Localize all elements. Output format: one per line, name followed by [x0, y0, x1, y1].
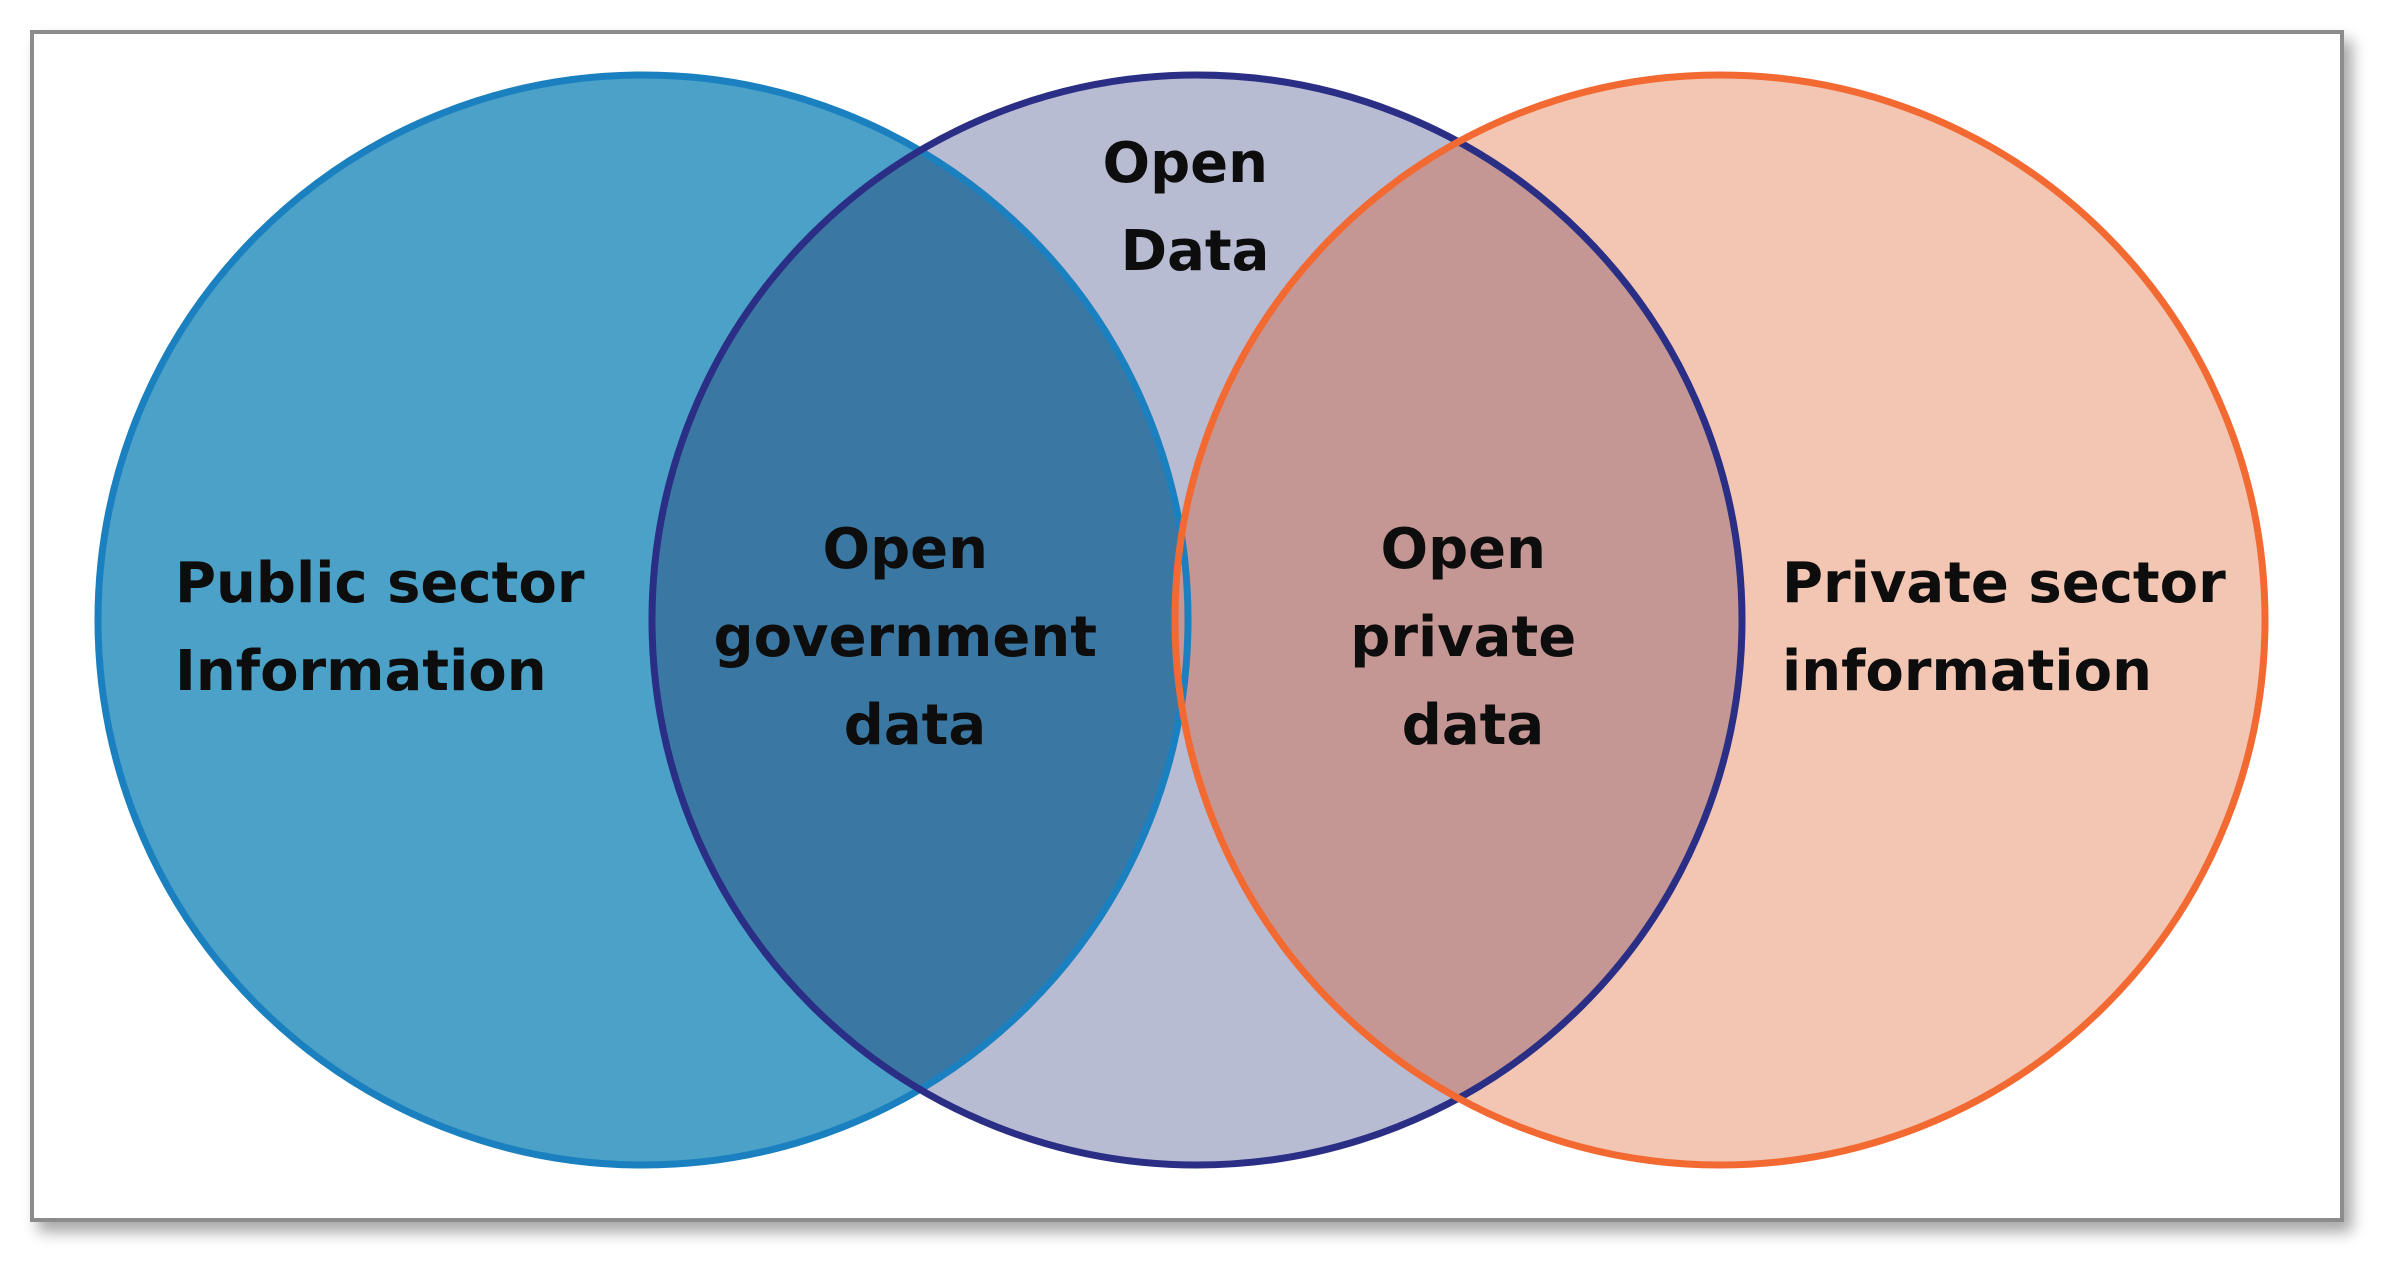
open-government-data-label: Open government data: [714, 517, 1117, 758]
open-private-data-label: Open private data: [1350, 517, 1595, 758]
open-government-intersection: [652, 75, 1188, 1165]
open-data-outline: [648, 71, 1746, 1169]
open-private-intersection: [1175, 75, 1742, 1165]
private-sector-label: Private sector information: [1782, 551, 2245, 704]
public-sector-outline: [94, 71, 1192, 1169]
private-sector-outline: [1171, 71, 2269, 1169]
open-data-label: Open Data: [1102, 131, 1287, 284]
public-sector-label: Public sector Information: [175, 551, 604, 704]
